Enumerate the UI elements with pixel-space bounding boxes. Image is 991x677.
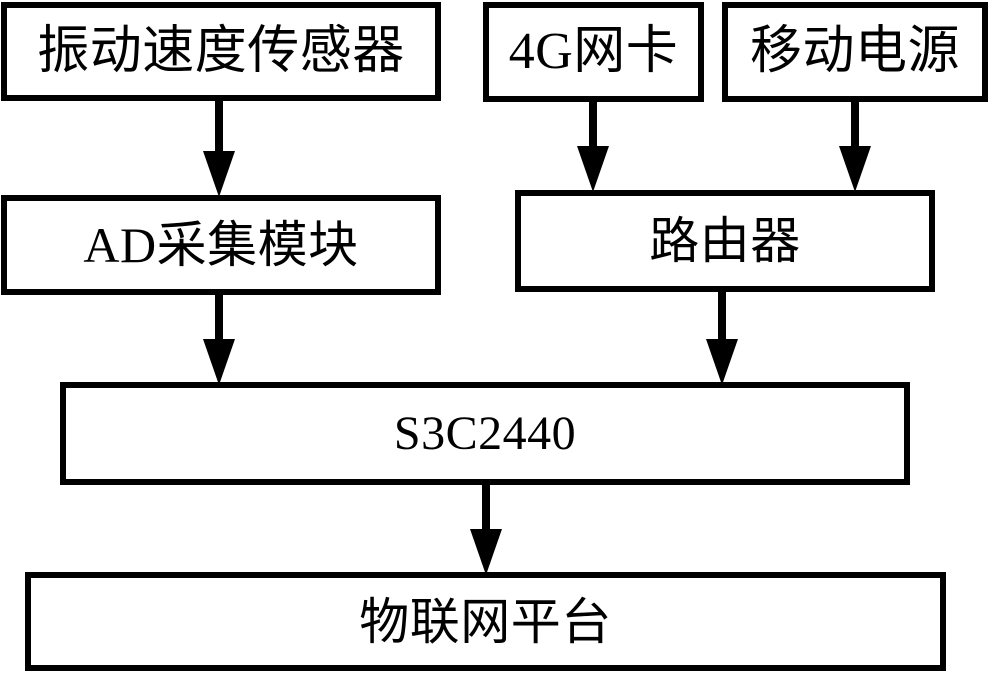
node-s3c2440-mcu-label: S3C2440 bbox=[393, 406, 577, 460]
node-ad-acquisition-module: AD采集模块 bbox=[1, 195, 441, 295]
node-vibration-sensor: 振动速度传感器 bbox=[1, 2, 441, 101]
arrow-head bbox=[839, 146, 871, 192]
arrow-shaft bbox=[851, 100, 859, 150]
node-4g-card-label: 4G网卡 bbox=[508, 23, 679, 80]
arrow-head bbox=[470, 529, 502, 575]
arrow-head bbox=[706, 339, 738, 385]
node-power-bank-label: 移动电源 bbox=[749, 23, 960, 80]
arrow-down-icon-router-to-s3c2440 bbox=[706, 290, 738, 385]
node-s3c2440-mcu: S3C2440 bbox=[60, 382, 910, 485]
arrow-head bbox=[203, 151, 235, 197]
node-iot-platform: 物联网平台 bbox=[25, 572, 946, 671]
node-vibration-sensor-label: 振动速度传感器 bbox=[37, 22, 405, 80]
arrow-shaft bbox=[482, 483, 490, 533]
node-4g-card: 4G网卡 bbox=[483, 2, 704, 102]
arrow-head bbox=[577, 146, 609, 192]
node-power-bank: 移动电源 bbox=[722, 2, 988, 102]
arrow-shaft bbox=[215, 99, 223, 155]
arrow-shaft bbox=[589, 100, 597, 150]
arrow-down-icon-ad-module-to-s3c2440 bbox=[203, 293, 235, 385]
node-router-label: 路由器 bbox=[649, 213, 801, 269]
node-router: 路由器 bbox=[515, 190, 935, 292]
arrow-shaft bbox=[718, 290, 726, 343]
arrow-down-icon-s3c2440-to-iot-platform bbox=[470, 483, 502, 575]
arrow-down-icon-power-bank-to-router bbox=[839, 100, 871, 192]
node-iot-platform-label: 物联网平台 bbox=[359, 593, 612, 650]
arrow-down-icon-4g-card-to-router bbox=[577, 100, 609, 192]
arrow-head bbox=[203, 339, 235, 385]
arrow-shaft bbox=[215, 293, 223, 343]
node-ad-acquisition-module-label: AD采集模块 bbox=[83, 217, 359, 273]
arrow-down-icon-sensor-to-ad-module bbox=[203, 99, 235, 197]
